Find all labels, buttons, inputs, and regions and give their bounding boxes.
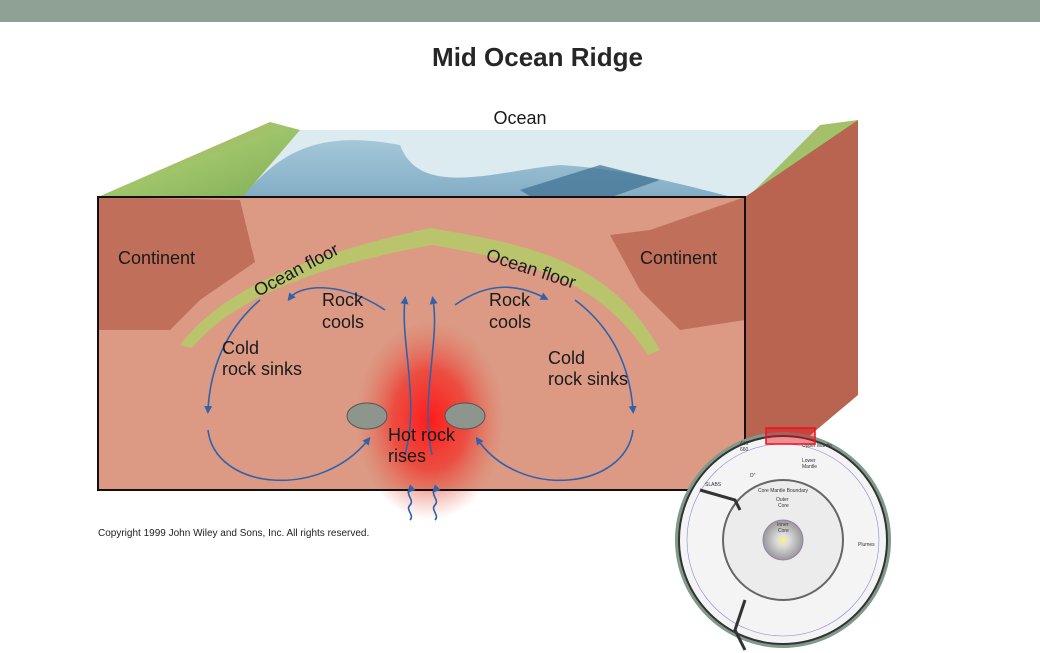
block-front-face <box>97 196 746 520</box>
cold-sinks-left-1: Cold <box>222 338 259 358</box>
right-continent <box>610 197 745 330</box>
outer-core-label-1: Outer <box>776 497 789 503</box>
depth-410: 410 <box>740 441 749 447</box>
rock-cools-left-2: cools <box>322 312 364 332</box>
left-continent <box>98 197 255 330</box>
continent-left-label: Continent <box>118 248 195 268</box>
ocean-label: Ocean <box>493 108 546 128</box>
inner-core-label-2: Core <box>778 528 789 534</box>
inner-core-label-1: Inner <box>777 522 789 528</box>
hot-rock-glow <box>355 320 505 520</box>
convection-arrows <box>204 286 637 521</box>
rock-cools-right-2: cools <box>489 312 531 332</box>
arrow-up-left <box>400 296 412 456</box>
heat-wave-left <box>407 484 416 521</box>
left-land-surface <box>98 122 300 200</box>
rock-left <box>346 402 388 430</box>
block-side-face <box>745 120 858 490</box>
rock-cools-left-1: Rock <box>322 290 364 310</box>
arrow-sink-left <box>204 299 261 414</box>
heat-wave-right <box>432 484 441 521</box>
arrow-sink-right <box>574 299 637 414</box>
ocean-floor-band <box>180 228 660 355</box>
cmb-label: Core Mantle Boundary <box>758 488 809 494</box>
arrow-cool-left <box>287 286 386 311</box>
lower-mantle-label-2: Mantle <box>802 464 817 470</box>
cold-sinks-right-1: Cold <box>548 348 585 368</box>
rock-right <box>444 402 486 430</box>
slabs-label: SLABS <box>705 482 722 488</box>
hot-rises-1: Hot rock <box>388 425 456 445</box>
plumes-label: Plumes <box>858 542 875 548</box>
outer-core-label-2: Core <box>778 503 789 509</box>
earth-cross-section-inset: Upper Mantle 410 660 Lower Mantle D" SLA… <box>675 432 891 651</box>
arrow-up-right <box>427 296 438 456</box>
d-double-prime-label: D" <box>750 473 756 479</box>
arrow-cool-right <box>454 286 549 306</box>
rock-cools-right-1: Rock <box>489 290 531 310</box>
cold-sinks-right-2: rock sinks <box>548 369 628 389</box>
cold-sinks-left-2: rock sinks <box>222 359 302 379</box>
arrow-return-right <box>475 429 634 482</box>
continent-right-label: Continent <box>640 248 717 268</box>
arrow-return-left <box>207 429 371 482</box>
lower-mantle-label-1: Lower <box>802 458 816 464</box>
copyright-text: Copyright 1999 John Wiley and Sons, Inc.… <box>98 528 369 539</box>
depth-660: 660 <box>740 447 749 453</box>
highlight-box <box>765 427 816 445</box>
slide-title: Mid Ocean Ridge <box>432 42 643 72</box>
upper-mantle-label: Upper Mantle <box>802 443 832 449</box>
hot-rises-2: rises <box>388 446 426 466</box>
top-bar <box>0 0 1040 22</box>
